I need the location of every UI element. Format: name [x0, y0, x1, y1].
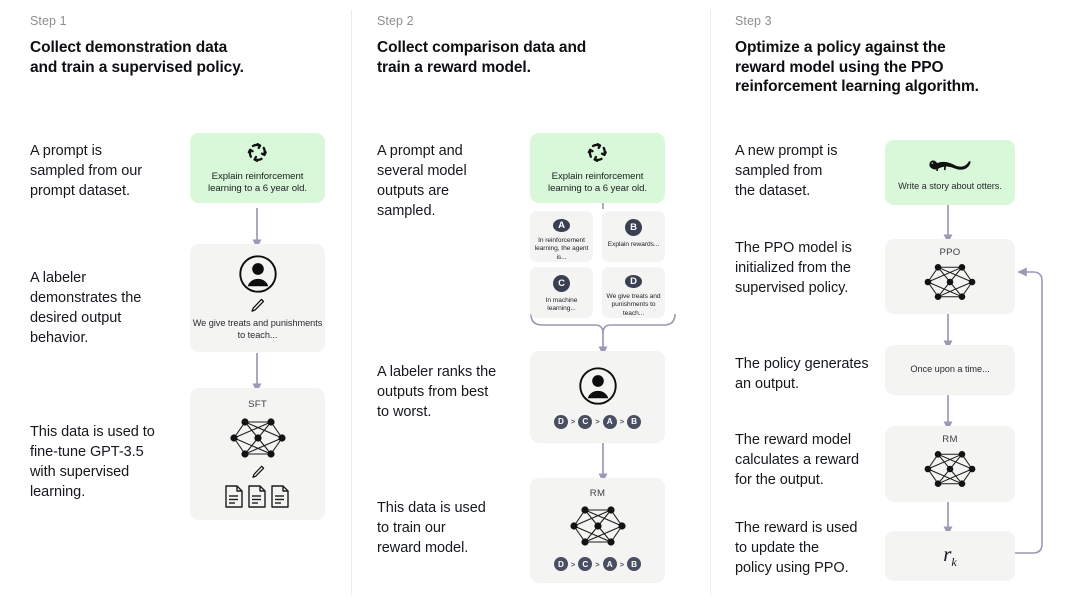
option-card-a[interactable]: A In reinforcement learning, the agent i…	[530, 211, 593, 262]
ranking-row-labeler: D > C > A > B	[553, 414, 642, 429]
step-label-1: Step 1	[30, 14, 67, 28]
description-1-3: This data is used to fine-tune GPT-3.5 w…	[30, 424, 155, 500]
sft-card[interactable]: SFT	[190, 388, 325, 520]
neural-network-icon	[921, 446, 979, 492]
reward-formula: rk	[943, 542, 957, 570]
option-card-b[interactable]: B Explain rewards...	[602, 211, 665, 262]
rank-badge-2: C	[578, 414, 593, 429]
rm-card-step3[interactable]: RM	[885, 426, 1015, 502]
rank-gt: >	[619, 417, 625, 426]
option-text-c: In machine learning...	[545, 297, 578, 313]
step-title-3-line-2: reward model using the PPO	[735, 58, 944, 76]
ranking-row-rm: D > C > A > B	[553, 557, 642, 571]
documents-icon	[224, 484, 292, 510]
prompt-card-2-text: Explain reinforcement learning to a 6 ye…	[547, 170, 648, 194]
cycle-icon	[586, 141, 609, 164]
description-2-3: This data is used to train our reward mo…	[377, 500, 486, 556]
step-title-1-line-2: and train a supervised policy.	[30, 58, 244, 76]
option-badge-b: B	[625, 219, 642, 236]
rm-card-title: RM	[589, 488, 606, 499]
option-text-b: Explain rewards...	[607, 241, 660, 248]
step-title-3-line-1: Optimize a policy against the	[735, 39, 946, 56]
reward-value-card[interactable]: rk	[885, 531, 1015, 581]
option-card-c[interactable]: C In machine learning...	[530, 267, 593, 318]
description-2-2: A labeler ranks the outputs from best to…	[377, 364, 497, 420]
prompt-card-1-text: Explain reinforcement learning to a 6 ye…	[207, 170, 308, 194]
prompt-card-2[interactable]: Explain reinforcement learning to a 6 ye…	[530, 133, 665, 203]
option-badge-c: C	[553, 275, 570, 292]
option-badge-d: D	[625, 275, 642, 288]
description-3-4: The reward model calculates a reward for…	[735, 432, 859, 488]
rank-badge-3: A	[602, 414, 617, 429]
ppo-card-title: PPO	[939, 247, 961, 258]
cycle-icon	[246, 141, 269, 164]
neural-network-icon	[227, 413, 289, 463]
labeler-person-icon	[578, 366, 618, 406]
pencil-icon	[249, 297, 266, 314]
output-card-text: Once upon a time...	[910, 364, 990, 375]
sft-card-title: SFT	[248, 399, 267, 410]
rank-gt: >	[570, 559, 576, 569]
description-3-2: The PPO model is initialized from the su…	[735, 240, 852, 296]
option-text-a: In reinforcement learning, the agent is.…	[534, 236, 589, 261]
description-2-1: A prompt and several model outputs are s…	[377, 143, 467, 219]
rank-badge-4: B	[627, 414, 642, 429]
step-label-3: Step 3	[735, 14, 772, 28]
prompt-card-3[interactable]: Write a story about otters.	[885, 140, 1015, 205]
description-1-2: A labeler demonstrates the desired outpu…	[30, 270, 142, 346]
prompt-card-3-text: Write a story about otters.	[898, 180, 1002, 191]
labeler-person-icon	[238, 254, 278, 294]
rank-gt: >	[570, 417, 576, 426]
rank-gt: >	[595, 417, 600, 426]
rm-card-step2[interactable]: RM	[530, 478, 665, 583]
step-title-2-line-2: train a reward model.	[377, 58, 531, 76]
prompt-card-1[interactable]: Explain reinforcement learning to a 6 ye…	[190, 133, 325, 203]
neural-network-icon	[567, 501, 629, 551]
step-title-1: Collect demonstration data and train a s…	[30, 38, 330, 77]
rank-gt: >	[619, 559, 625, 569]
option-text-d: We give treats and punishments to teach.…	[606, 292, 661, 317]
ppo-card[interactable]: PPO	[885, 239, 1015, 314]
step-title-1-line-1: Collect demonstration data	[30, 39, 228, 56]
column-step-3: Step 3 Optimize a policy against the rew…	[711, 0, 1080, 601]
rank-gt: >	[595, 559, 600, 569]
step-title-3: Optimize a policy against the reward mod…	[735, 38, 1065, 97]
output-card[interactable]: Once upon a time...	[885, 345, 1015, 395]
reward-formula-subscript: k	[951, 555, 957, 570]
rank-badge-1: D	[553, 414, 568, 429]
labeler-card-1[interactable]: We give treats and punishments to teach.…	[190, 244, 325, 352]
labeler-card-1-text: We give treats and punishments to teach.…	[192, 318, 323, 340]
description-3-5: The reward is used to update the policy …	[735, 520, 858, 576]
step-title-3-line-3: reinforcement learning algorithm.	[735, 78, 979, 95]
labeler-rank-card[interactable]: D > C > A > B	[530, 351, 665, 443]
step-title-2: Collect comparison data and train a rewa…	[377, 38, 697, 77]
column-divider-1	[351, 10, 352, 595]
rank-badge-2: C	[578, 557, 593, 571]
step-label-2: Step 2	[377, 14, 414, 28]
description-3-1: A new prompt is sampled from the dataset…	[735, 143, 838, 199]
otter-icon	[927, 153, 973, 175]
rank-badge-4: B	[627, 557, 642, 571]
description-1-1: A prompt is sampled from our prompt data…	[30, 143, 143, 199]
description-3-3: The policy generates an output.	[735, 356, 869, 392]
rank-badge-1: D	[553, 557, 568, 571]
column-step-2: Step 2 Collect comparison data and train…	[352, 0, 710, 601]
option-card-d[interactable]: D We give treats and punishments to teac…	[602, 267, 665, 318]
option-badge-a: A	[553, 219, 570, 232]
column-step-1: Step 1 Collect demonstration data and tr…	[0, 0, 351, 601]
step-title-2-line-1: Collect comparison data and	[377, 39, 587, 56]
rank-badge-3: A	[602, 557, 617, 571]
neural-network-icon	[921, 259, 979, 305]
rm-card-step3-title: RM	[942, 434, 958, 445]
pencil-icon	[250, 464, 266, 480]
reward-formula-symbol: r	[943, 541, 952, 566]
column-divider-2	[710, 10, 711, 595]
